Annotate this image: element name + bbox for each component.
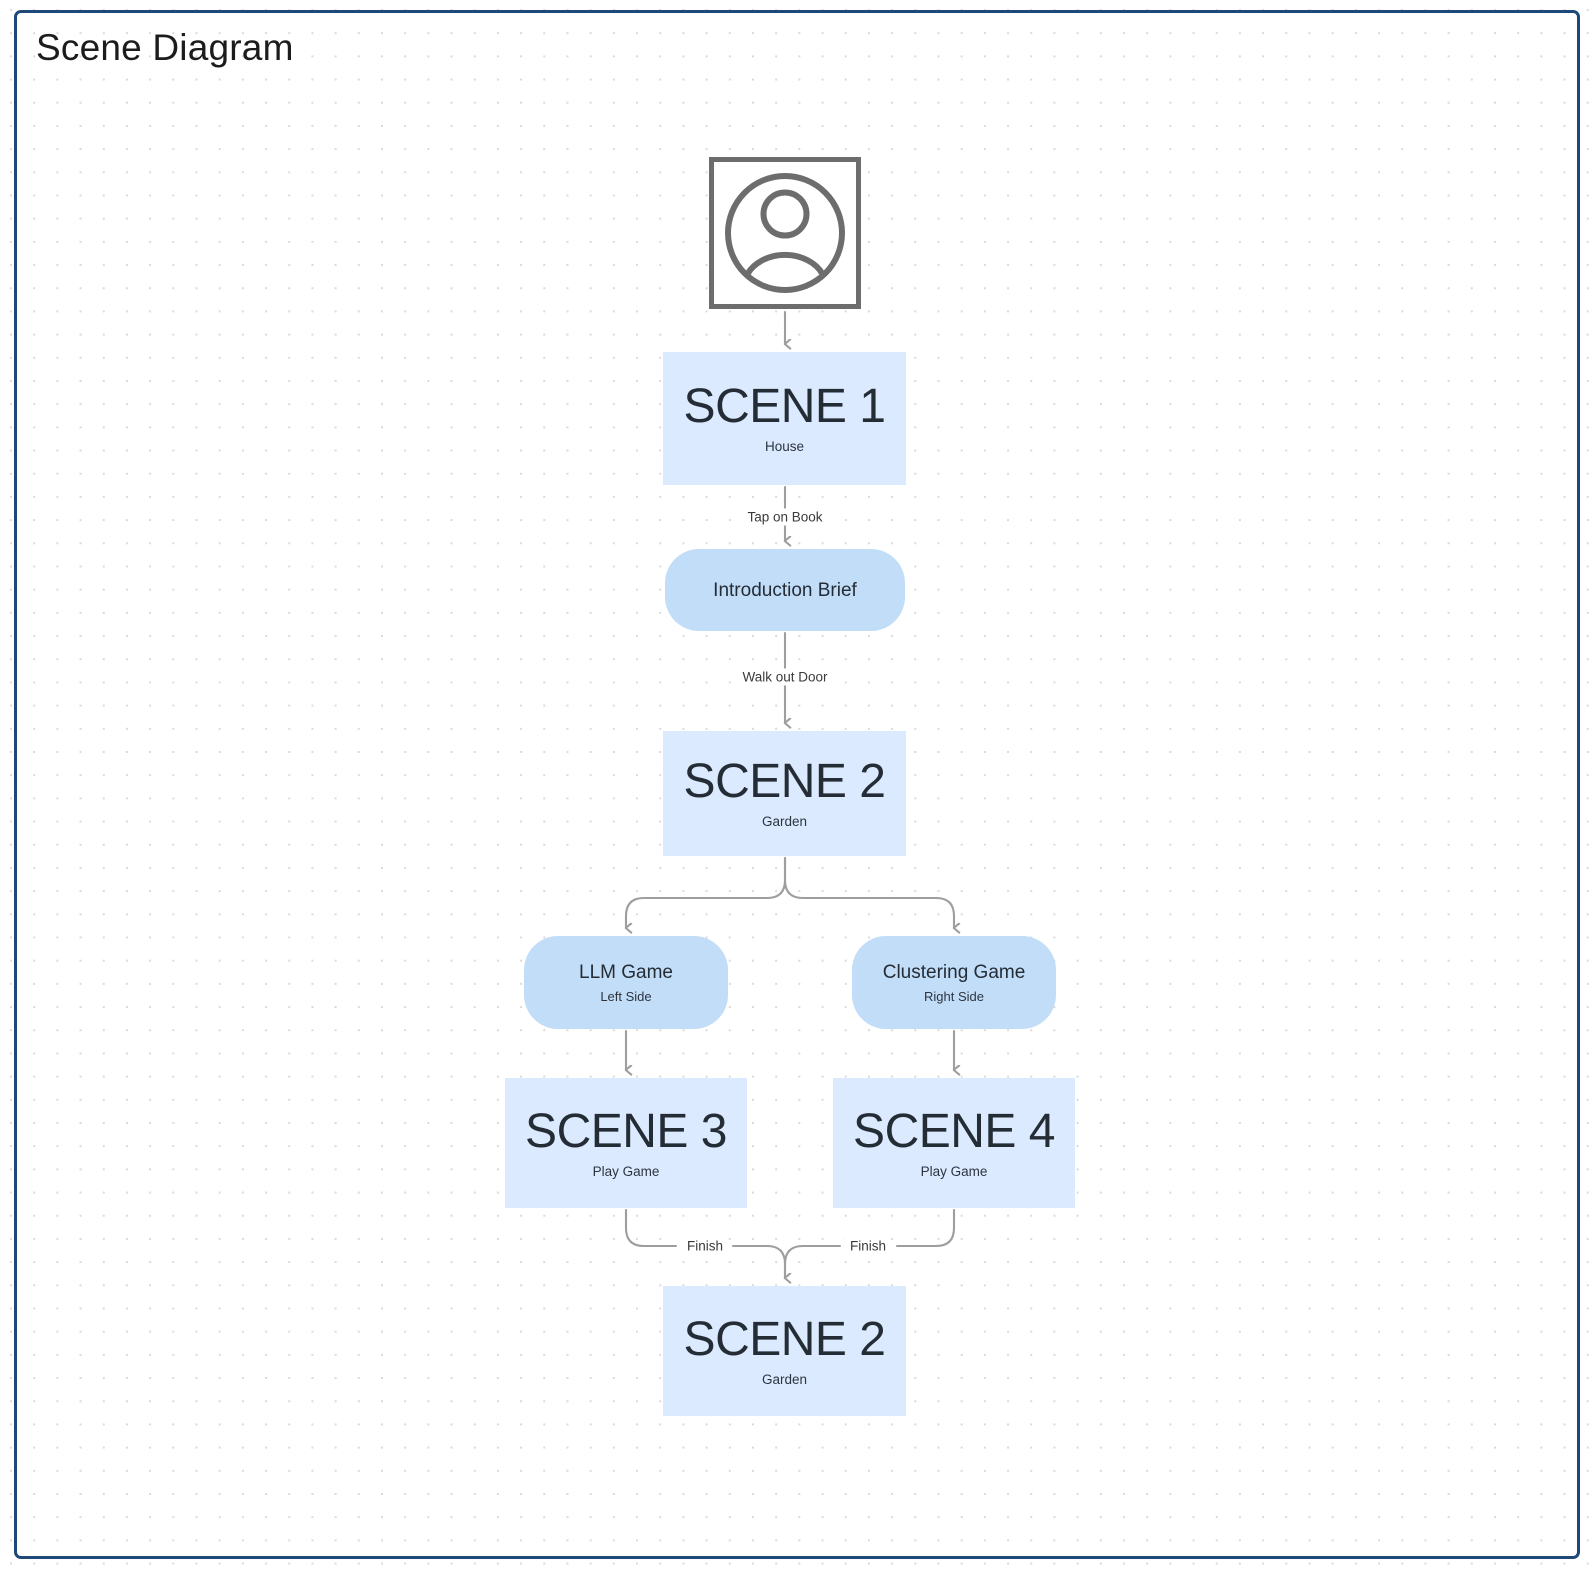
page-title: Scene Diagram	[36, 27, 294, 68]
edge-label-tap-on-book: Tap on Book	[742, 508, 828, 526]
scene-subtitle: Play Game	[592, 1163, 660, 1179]
scene-subtitle: Play Game	[920, 1163, 988, 1179]
scene-node-scene-2-return[interactable]: SCENE 2 Garden	[663, 1286, 906, 1416]
action-title: Clustering Game	[882, 961, 1026, 983]
scene-title: SCENE 4	[853, 1104, 1055, 1158]
scene-node-scene-4[interactable]: SCENE 4 Play Game	[833, 1078, 1075, 1208]
scene-title: SCENE 2	[683, 1312, 886, 1366]
scene-subtitle: Garden	[761, 814, 808, 830]
scene-node-scene-3[interactable]: SCENE 3 Play Game	[505, 1078, 747, 1208]
edge-label-walk-out-door: Walk out Door	[737, 668, 833, 686]
action-subtitle: Right Side	[924, 988, 984, 1004]
edge-label-finish-left: Finish	[681, 1237, 729, 1255]
scene-node-scene-2[interactable]: SCENE 2 Garden	[663, 731, 906, 856]
scene-title: SCENE 1	[683, 380, 886, 434]
action-title: Introduction Brief	[713, 579, 857, 601]
action-node-clustering-game[interactable]: Clustering Game Right Side	[852, 936, 1056, 1029]
scene-node-scene-1[interactable]: SCENE 1 House	[663, 352, 906, 485]
action-title: LLM Game	[579, 961, 673, 983]
scene-title: SCENE 3	[525, 1104, 727, 1158]
user-avatar-icon	[725, 173, 845, 293]
scene-title: SCENE 2	[683, 755, 886, 809]
scene-subtitle: House	[764, 439, 805, 455]
start-avatar-node[interactable]	[709, 157, 861, 309]
scene-subtitle: Garden	[761, 1371, 808, 1387]
action-node-llm-game[interactable]: LLM Game Left Side	[524, 936, 728, 1029]
action-node-introduction-brief[interactable]: Introduction Brief	[665, 549, 905, 631]
edge-label-finish-right: Finish	[844, 1237, 892, 1255]
action-subtitle: Left Side	[600, 988, 652, 1004]
